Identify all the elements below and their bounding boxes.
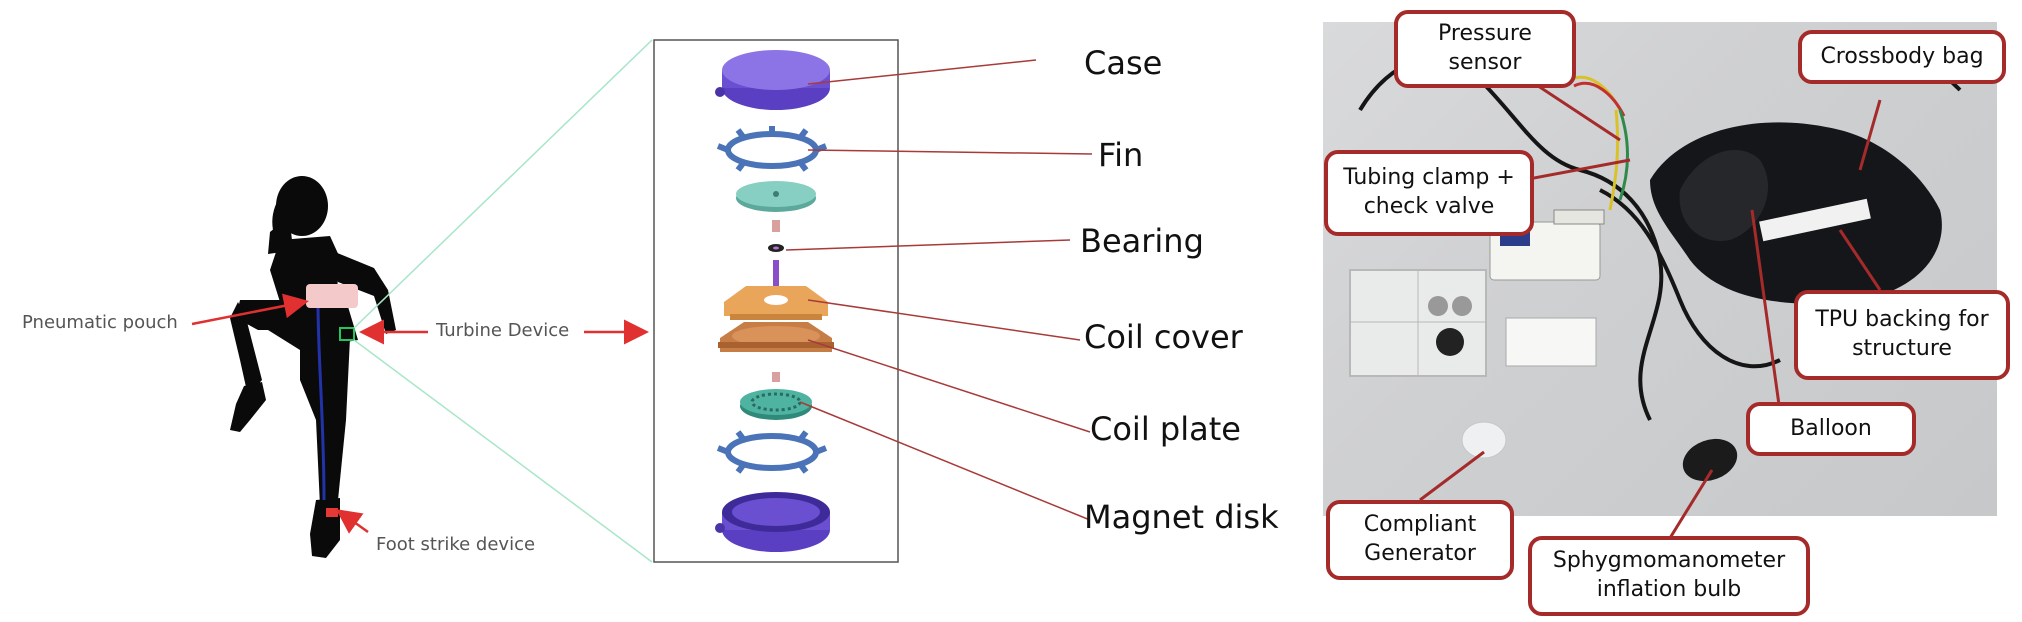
part-leader-lines: [785, 59, 1093, 521]
foot-strike-device-label: Foot strike device: [376, 534, 536, 555]
pouch-arrow: [191, 293, 309, 326]
zoom-line-top: [353, 39, 653, 329]
teal-disk-part: [736, 181, 816, 212]
callout-balloon: Balloon: [1746, 402, 1916, 456]
daq-box: [1489, 209, 1605, 281]
balloon-object: [1679, 150, 1769, 241]
coil-cover-part: [724, 286, 828, 320]
runner-panel: Pneumatic pouch Turbine Device Foot stri…: [0, 0, 660, 622]
callout-tpu-backing: TPU backing for structure: [1794, 290, 2010, 380]
pneumatic-pouch-shape: [306, 284, 358, 308]
pin-part: [772, 220, 780, 232]
part-label-coil-plate: Coil plate: [1090, 410, 1241, 448]
tubing-line: [316, 301, 326, 501]
exploded-view-panel: Case Fin Bearing Coil cover Coil plate M…: [640, 0, 1320, 622]
turbine-device-label: Turbine Device: [436, 320, 570, 341]
part-label-fin: Fin: [1098, 136, 1144, 174]
foot-strike-arrow: [335, 509, 369, 534]
part-label-case: Case: [1084, 44, 1163, 82]
runner-silhouette: [230, 176, 396, 558]
fin-part-top: [716, 126, 828, 172]
fin-part-bottom: [716, 430, 828, 474]
callout-crossbody-bag: Crossbody bag: [1798, 30, 2006, 84]
callout-sphygmomanometer: Sphygmomanometer inflation bulb: [1528, 536, 1810, 616]
part-label-bearing: Bearing: [1080, 222, 1204, 260]
callout-tubing-clamp: Tubing clamp + check valve: [1324, 150, 1534, 236]
inflation-bulb-object: [1682, 438, 1738, 482]
tpu-backing-object: [1759, 198, 1871, 242]
case-part: [715, 50, 830, 110]
callout-pressure-sensor: Pressure sensor: [1394, 10, 1576, 88]
part-label-coil-cover: Coil cover: [1084, 318, 1243, 356]
breadboard: [1505, 317, 1597, 367]
part-label-magnet-disk: Magnet disk: [1084, 498, 1279, 536]
compliant-generator-object: [1461, 421, 1507, 459]
zoom-line-bottom: [353, 339, 653, 563]
exploded-view-drawing: [653, 39, 1093, 563]
coil-plate-part: [718, 322, 834, 352]
shaft-part: [773, 260, 779, 290]
pin-part-2: [772, 372, 780, 382]
runner-illustration: [191, 39, 653, 563]
photo-contents: [1338, 48, 1962, 539]
callout-compliant-generator: Compliant Generator: [1326, 500, 1514, 580]
case-part-bottom: [715, 492, 830, 552]
foot-strike-device-shape: [326, 508, 338, 517]
parts-box: [1349, 269, 1487, 377]
magnet-disk-part: [740, 389, 812, 420]
prototype-photo-panel: Pressure sensor Crossbody bag Tubing cla…: [1320, 0, 2022, 622]
turbine-device-marker: [339, 327, 355, 341]
bearing-part: [768, 244, 784, 252]
pneumatic-pouch-label: Pneumatic pouch: [22, 312, 178, 333]
